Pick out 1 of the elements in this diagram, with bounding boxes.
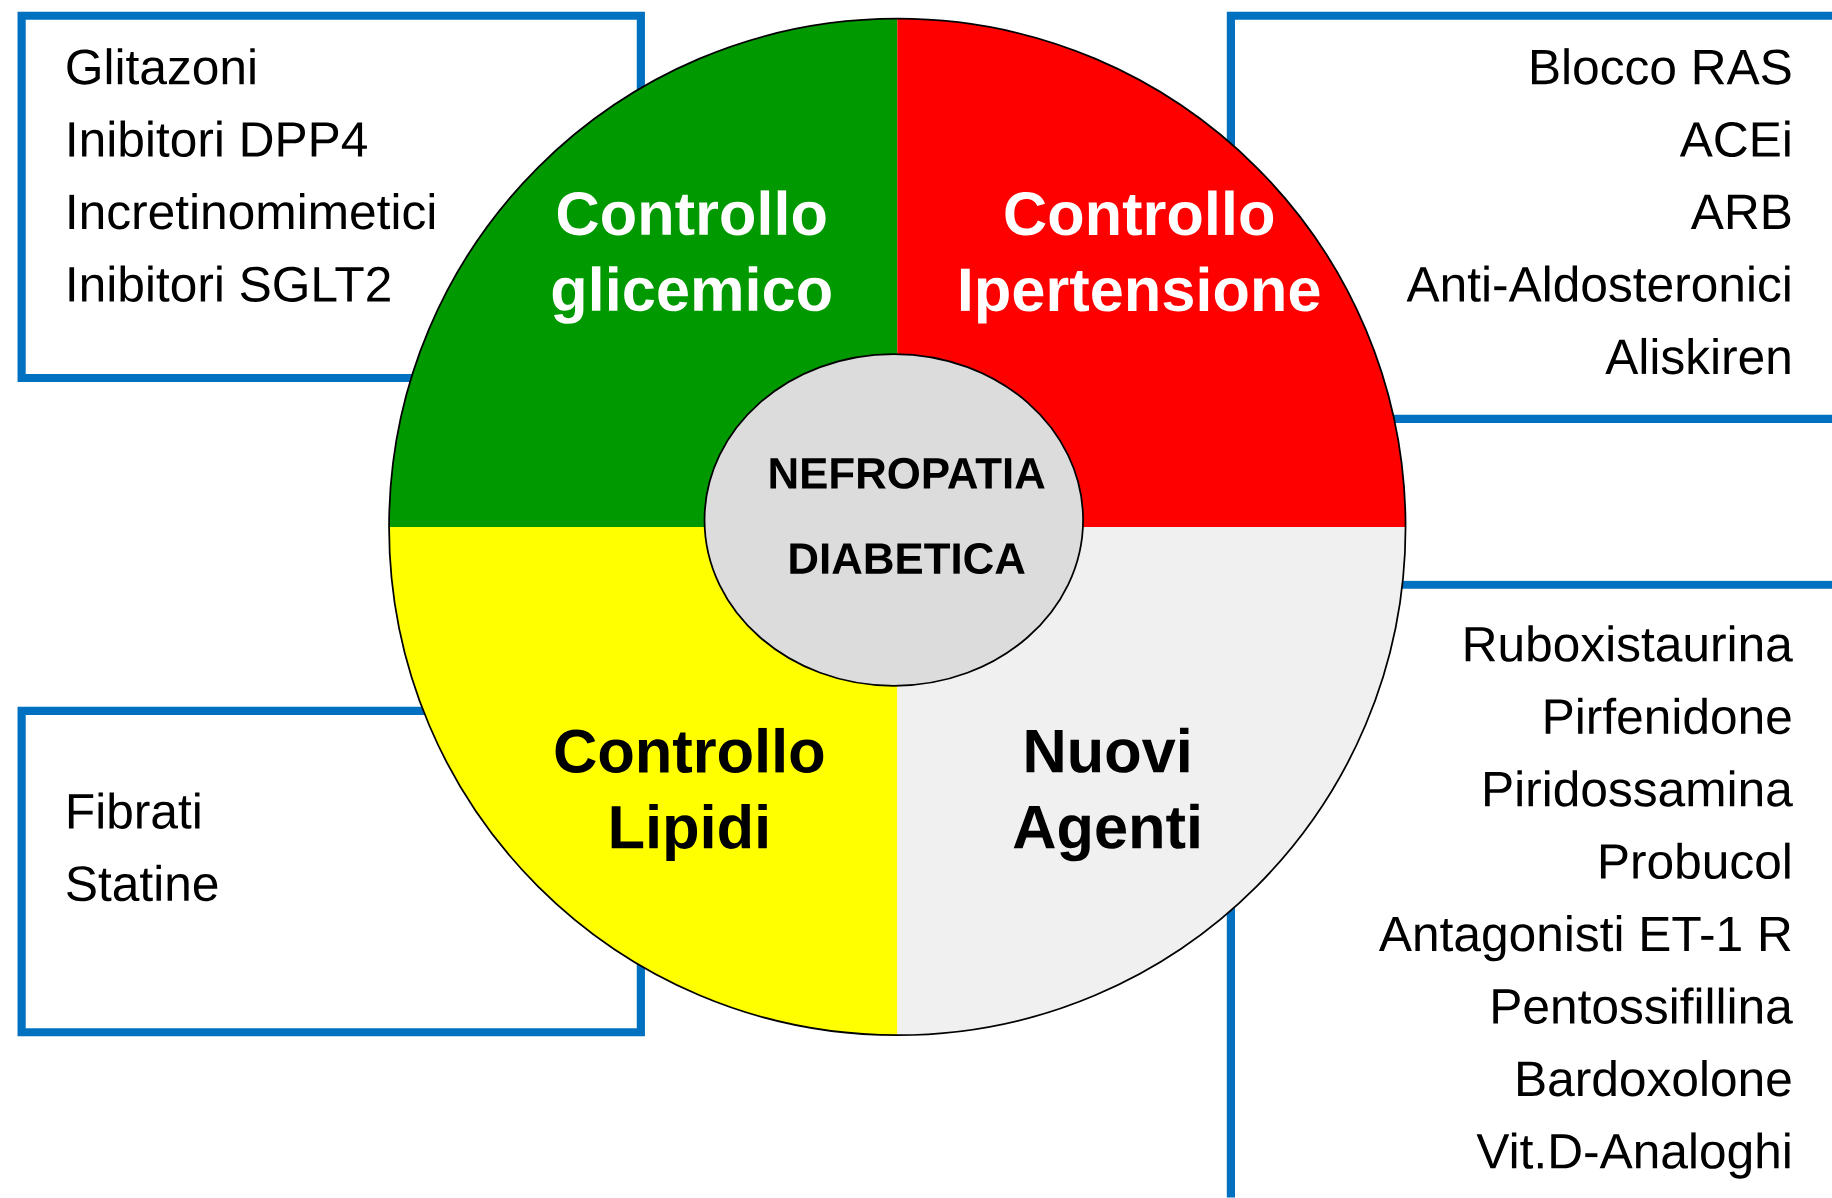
drug-list-box: Ruboxistaurina Pirfenidone Piridossamina Probucol Antagonisti ET-1 R Pentossifillina Bardoxolone Vit.D-Analoghi [1226,580,1832,1198]
